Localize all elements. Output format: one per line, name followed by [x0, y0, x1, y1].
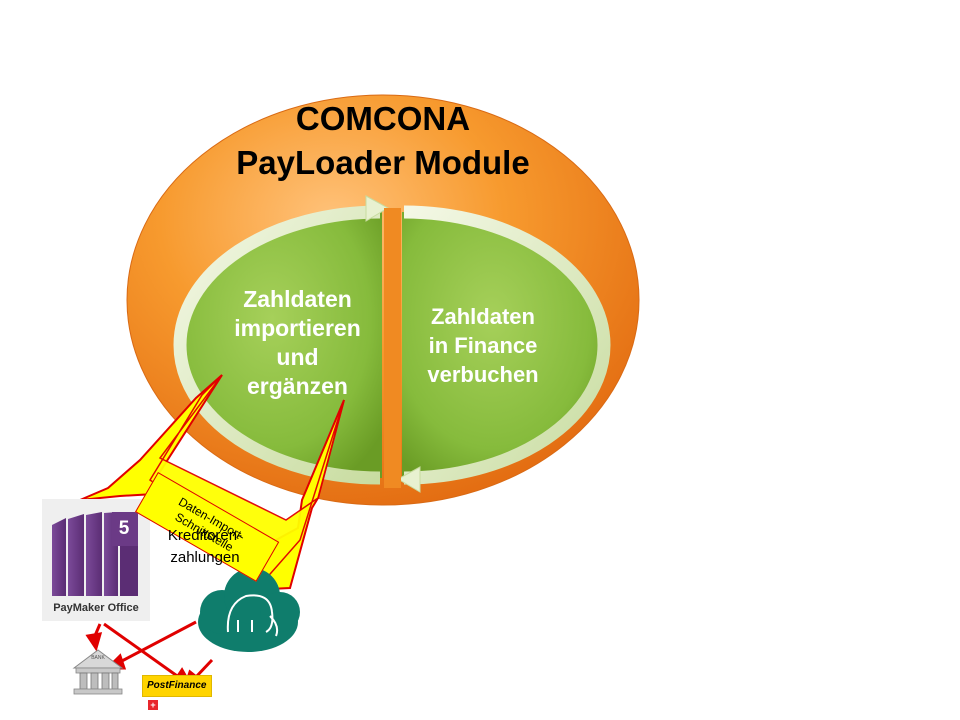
center-divider	[384, 208, 401, 488]
left-step-line-2: importieren	[234, 315, 361, 341]
left-half-ellipse	[182, 212, 382, 478]
title-line-2: PayLoader Module	[236, 144, 530, 181]
right-step-text: Zahldaten in Finance verbuchen	[408, 302, 558, 389]
arrow-head-bottom	[396, 466, 421, 493]
paymaker-version: 5	[118, 518, 130, 539]
left-step-text: Zahldaten importieren und ergänzen	[215, 285, 380, 401]
left-step-line-1: Zahldaten	[243, 286, 352, 312]
elephant-cloud-icon	[198, 568, 300, 652]
postfinance-logo-icon: PostFinance +	[142, 675, 212, 710]
right-step-line-2: in Finance	[428, 333, 538, 358]
lightning-bolt-body	[148, 374, 345, 592]
cycle-arrow-bottom	[403, 205, 611, 485]
arrow-head-top	[365, 195, 390, 222]
postfinance-name: PostFinance	[147, 680, 207, 691]
payment-label-line-2: zahlungen	[170, 549, 240, 566]
right-step-line-3: verbuchen	[427, 362, 539, 387]
right-half-ellipse	[402, 212, 602, 478]
payment-label-line-1: Kreditoren-	[167, 527, 243, 544]
cycle-arrow-top	[173, 205, 381, 485]
payment-label: Kreditoren- zahlungen	[150, 525, 260, 569]
left-step-line-3: und	[276, 344, 319, 370]
paymaker-name: PayMaker Office	[53, 602, 139, 614]
title-line-1: COMCONA	[295, 100, 471, 137]
left-step-line-4: ergänzen	[247, 373, 348, 399]
postfinance-plus: +	[148, 700, 158, 710]
right-step-line-1: Zahldaten	[431, 304, 535, 329]
paymaker-logo-icon	[42, 499, 150, 621]
bank-icon-text: BANK	[91, 655, 105, 661]
bank-icon	[72, 649, 124, 695]
